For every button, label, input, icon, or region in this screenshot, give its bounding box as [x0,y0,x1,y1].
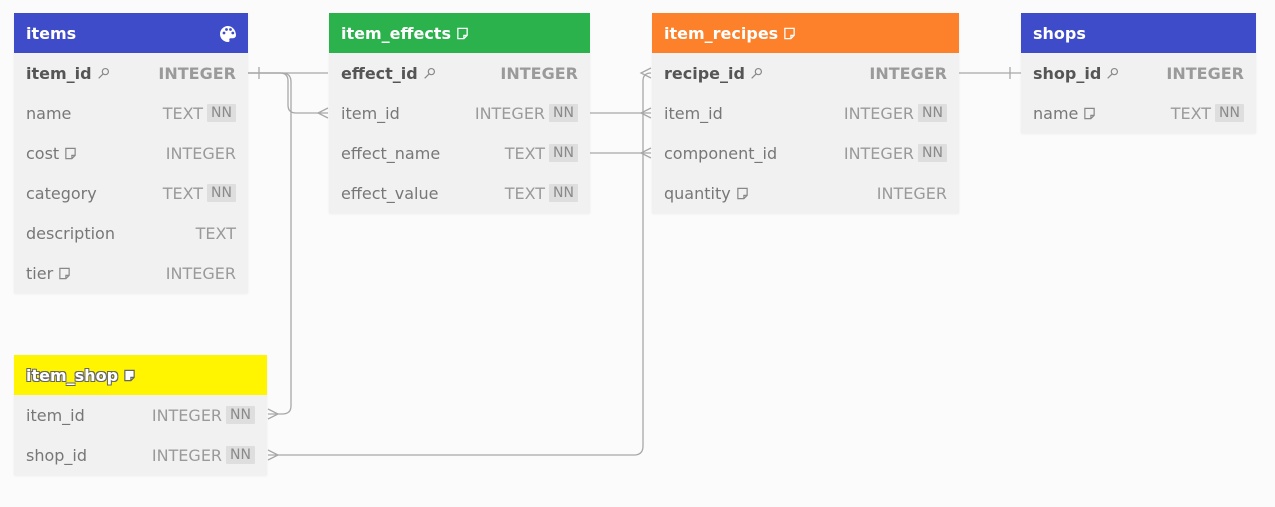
column-name: name [26,103,72,123]
column-type: INTEGER [500,63,578,83]
column-name: tier [26,263,54,283]
many-marker-recipes-component [639,147,652,159]
note-icon[interactable] [736,187,749,200]
not-null-badge: NN [918,144,947,162]
column-name: quantity [664,183,731,203]
column-name: description [26,223,115,243]
column-type: INTEGER [151,405,223,425]
column-name: item_id [26,63,92,83]
table-header-item-effects[interactable]: item_effects [329,13,590,53]
column-name: shop_id [26,445,88,465]
table-title: item_recipes [664,23,779,43]
note-icon[interactable] [783,27,796,40]
many-marker-effects-item [316,107,329,119]
column-type: TEXT [504,143,546,163]
not-null-badge: NN [226,406,255,424]
rel-items-item-effects [248,72,328,114]
column-row[interactable]: tier INTEGER [14,253,248,293]
table-header-shops[interactable]: shops [1021,13,1256,53]
note-icon[interactable] [64,147,77,160]
column-type: TEXT [195,223,236,243]
not-null-badge: NN [549,104,578,122]
column-type: INTEGER [165,143,236,163]
column-type: INTEGER [151,445,223,465]
column-name: recipe_id [664,63,745,83]
palette-icon[interactable] [218,24,238,48]
column-name: component_id [664,143,778,163]
table-title: shops [1033,23,1086,43]
column-row[interactable]: effect_id INTEGER [329,53,590,93]
table-title: items [26,23,77,43]
column-type: INTEGER [158,63,236,83]
column-name: name [1033,103,1079,123]
column-type: TEXT [162,103,204,123]
column-row[interactable]: recipe_id INTEGER [652,53,959,93]
column-type: INTEGER [165,263,236,283]
table-header-item-shop[interactable]: item_shop [14,355,267,395]
not-null-badge: NN [226,446,255,464]
key-icon [750,67,763,80]
column-name: effect_value [341,183,439,203]
column-type: INTEGER [474,103,546,123]
table-title: item_shop [26,365,119,385]
column-name: item_id [26,405,85,425]
table-title: item_effects [341,23,451,43]
not-null-badge: NN [207,104,236,122]
column-name: effect_name [341,143,441,163]
many-marker-itemshop-shop [267,449,280,461]
note-icon[interactable] [1083,107,1096,120]
not-null-badge: NN [918,104,947,122]
table-item-effects[interactable]: item_effects effect_id INTEGER item_id I… [329,13,590,213]
many-marker-recipes-top [639,67,652,79]
column-row[interactable]: shop_id INTEGER [1021,53,1256,93]
table-item-recipes[interactable]: item_recipes recipe_id INTEGER item_id I… [652,13,959,213]
column-type: TEXT [1170,103,1212,123]
column-type: TEXT [162,183,204,203]
many-marker-itemshop-item [267,408,280,420]
column-type: INTEGER [869,63,947,83]
column-name: item_id [341,103,400,123]
column-type: INTEGER [1166,63,1244,83]
not-null-badge: NN [549,144,578,162]
column-row[interactable]: item_id INTEGER [14,53,248,93]
note-icon[interactable] [58,267,71,280]
column-type: INTEGER [843,103,915,123]
not-null-badge: NN [207,184,236,202]
column-name: shop_id [1033,63,1102,83]
column-name: category [26,183,97,203]
key-icon [1106,67,1119,80]
column-type: INTEGER [843,143,915,163]
column-type: INTEGER [876,183,947,203]
table-header-items[interactable]: items [14,13,248,53]
column-row[interactable]: quantity INTEGER [652,173,959,213]
many-marker-recipes-item [639,107,652,119]
column-type: TEXT [504,183,546,203]
key-icon [423,67,436,80]
column-name: item_id [664,103,723,123]
not-null-badge: NN [549,184,578,202]
note-icon[interactable] [123,369,136,382]
column-row[interactable]: cost INTEGER [14,133,248,173]
column-name: cost [26,143,60,163]
table-header-item-recipes[interactable]: item_recipes [652,13,959,53]
not-null-badge: NN [1215,104,1244,122]
note-icon[interactable] [456,27,469,40]
column-name: effect_id [341,63,418,83]
column-row[interactable]: description TEXT [14,213,248,253]
key-icon [97,67,110,80]
